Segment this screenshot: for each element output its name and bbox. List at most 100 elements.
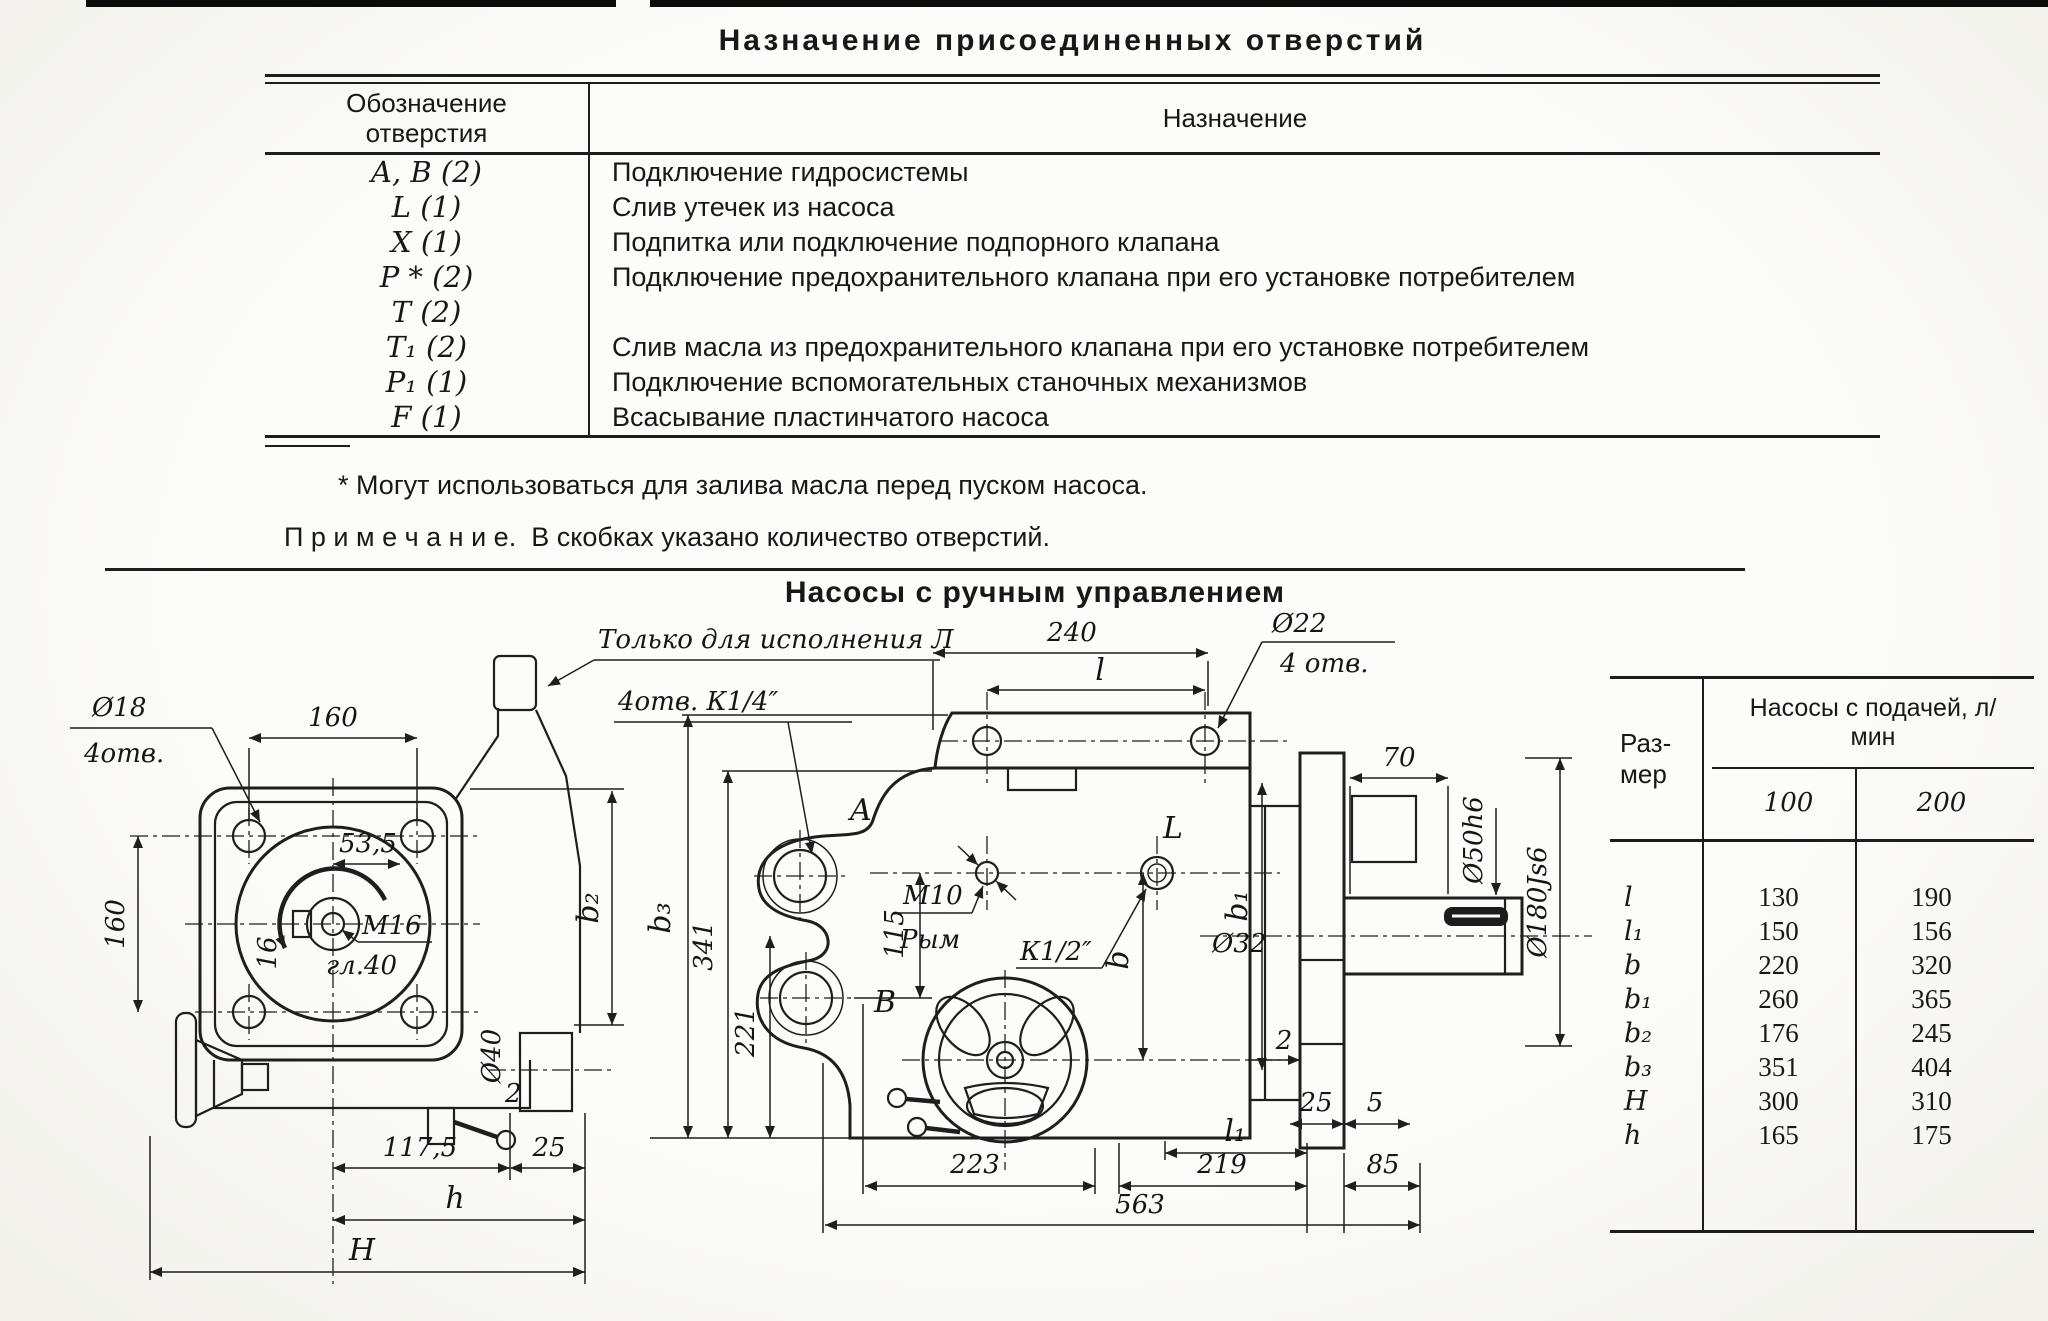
col-header-200: 200 (1916, 788, 1967, 818)
size-value: 175 (1911, 1120, 1952, 1150)
dim-label-b: b (1101, 950, 1136, 969)
size-value: 365 (1911, 984, 1952, 1014)
size-name: b₁ (1624, 984, 1653, 1015)
dim-l: l (987, 653, 1205, 695)
dim-53-5: 53,5 (333, 829, 400, 869)
dim-2b: 2 (1248, 1026, 1300, 1065)
dim-240: 240 (932, 618, 1209, 730)
dim-label-563: 563 (1115, 1190, 1165, 1220)
handwheel (886, 970, 1300, 1170)
technical-drawing: Ø18 4отв. 160 160 53,5 16 M16 гл.40 Ø40 … (70, 609, 1592, 1284)
hole-label-L: L (1162, 811, 1183, 846)
dim-label-2b: 2 (1275, 1026, 1293, 1056)
dim-label-223: 223 (949, 1150, 1000, 1180)
dim-label-70: 70 (1382, 743, 1415, 773)
size-name: b₂ (1624, 1018, 1653, 1049)
dim-label-2a: 2 (504, 1079, 522, 1109)
callout-d22: Ø22 4 отв. (1217, 609, 1395, 729)
size-value: 190 (1911, 882, 1952, 912)
dim-label-117-5: 117,5 (383, 1133, 457, 1163)
dim-label-d50h6: Ø50h6 (1459, 796, 1489, 885)
table-cell: Слив утечек из насоса (612, 192, 895, 222)
dim-label-160-left: 160 (101, 899, 131, 949)
dim-label-53-5: 53,5 (339, 829, 397, 859)
table-cell: Подпитка или подключение подпорного клап… (612, 227, 1220, 257)
table-border (1702, 679, 1704, 1233)
dim-label-d22: Ø22 (1271, 609, 1326, 639)
table-border (1610, 839, 2034, 842)
table-border (1712, 767, 2034, 769)
table-cell: Подключение вспомогательных станочных ме… (612, 367, 1308, 397)
label-only-ispolnenie-l: Только для исполнения Л (598, 625, 955, 655)
size-value: 176 (1758, 1018, 1799, 1048)
dim-label-221: 221 (731, 1007, 761, 1058)
table-cell: P * (2) (265, 260, 590, 295)
dim-label-rym: Рым (899, 925, 960, 955)
table-border (1610, 676, 2034, 679)
size-value: 220 (1758, 950, 1799, 980)
dim-160-left: 160 (101, 836, 143, 1012)
table-border (265, 435, 1880, 438)
corner-line1: Раз- (1620, 728, 1672, 758)
size-row: b₂ 176 245 (1610, 1018, 2034, 1052)
table-border (265, 445, 350, 447)
scan-edge-line (86, 0, 616, 7)
hole-label-A: A (847, 793, 872, 828)
table-cell: A, B (2) (265, 155, 590, 190)
dim-label-5: 5 (1367, 1088, 1384, 1118)
size-value: 300 (1758, 1086, 1799, 1116)
col-header-100: 100 (1763, 788, 1814, 818)
dim-160-top: 160 (248, 703, 418, 820)
dim-d180js6: Ø180Js6 (1523, 757, 1572, 1047)
size-value: 351 (1758, 1052, 1799, 1082)
corner-line2: мер (1620, 759, 1667, 789)
dim-115: 115 (854, 873, 932, 999)
size-value: 260 (1758, 984, 1799, 1014)
dim-563: 563 (822, 1063, 1420, 1233)
dim-label-85: 85 (1366, 1150, 1399, 1180)
table-border (265, 82, 1880, 84)
dim-H: H (149, 1136, 585, 1280)
dim-label-16: 16 (253, 936, 283, 969)
note: П р и м е ч а н и е. В скобках указано к… (284, 522, 1050, 553)
dim-label-d22n: 4 отв. (1279, 649, 1369, 679)
callout-only-l: Только для исполнения Л (547, 625, 955, 687)
dim-label-m10: M10 (902, 881, 963, 911)
table-cell: T (2) (265, 295, 590, 330)
dim-b2: b₂ (470, 788, 624, 1026)
size-value: 150 (1758, 916, 1799, 946)
dim-label-m16: M16 (361, 911, 422, 941)
size-value: 404 (1911, 1052, 1952, 1082)
dim-label-d32: Ø32 (1211, 929, 1266, 959)
table-cell: F (1) (265, 400, 590, 435)
dim-25-right: 25 (1290, 1088, 1344, 1129)
size-row: b 220 320 (1610, 950, 2034, 984)
dim-label-25a: 25 (531, 1133, 565, 1163)
dim-label-25b: 25 (1298, 1088, 1332, 1118)
dim-85: 85 (1343, 1150, 1421, 1233)
dim-label-b1: b₁ (1220, 890, 1255, 921)
dim-label-l1: l₁ (1224, 1114, 1246, 1149)
size-name: l₁ (1624, 916, 1644, 947)
table-cell: P₁ (1) (265, 365, 590, 400)
size-row: b₃ 351 404 (1610, 1052, 2034, 1086)
callout-4otv-k14: 4отв. К1/4″ (614, 687, 852, 855)
size-name: b (1624, 950, 1642, 981)
label-4otv-k14: 4отв. К1/4″ (617, 687, 778, 717)
dim-label-b3: b₃ (643, 902, 678, 933)
dim-label-219: 219 (1196, 1150, 1247, 1180)
size-value: 130 (1758, 882, 1799, 912)
table-border (265, 74, 1880, 77)
section-title: Насосы с ручным управлением (784, 576, 1286, 609)
size-value: 245 (1911, 1018, 1952, 1048)
dim-label-d180js6: Ø180Js6 (1523, 846, 1553, 958)
dim-d50h6: Ø50h6 (1459, 796, 1501, 895)
dim-label-d18n: 4отв. (83, 739, 164, 769)
size-name: l (1624, 882, 1633, 913)
dim-70: 70 (1349, 743, 1449, 894)
dim-l1: l₁ (1164, 1114, 1307, 1160)
dim-221: 221 (731, 936, 775, 1138)
table-border (1855, 769, 1857, 1233)
table-border (1610, 1230, 2034, 1233)
